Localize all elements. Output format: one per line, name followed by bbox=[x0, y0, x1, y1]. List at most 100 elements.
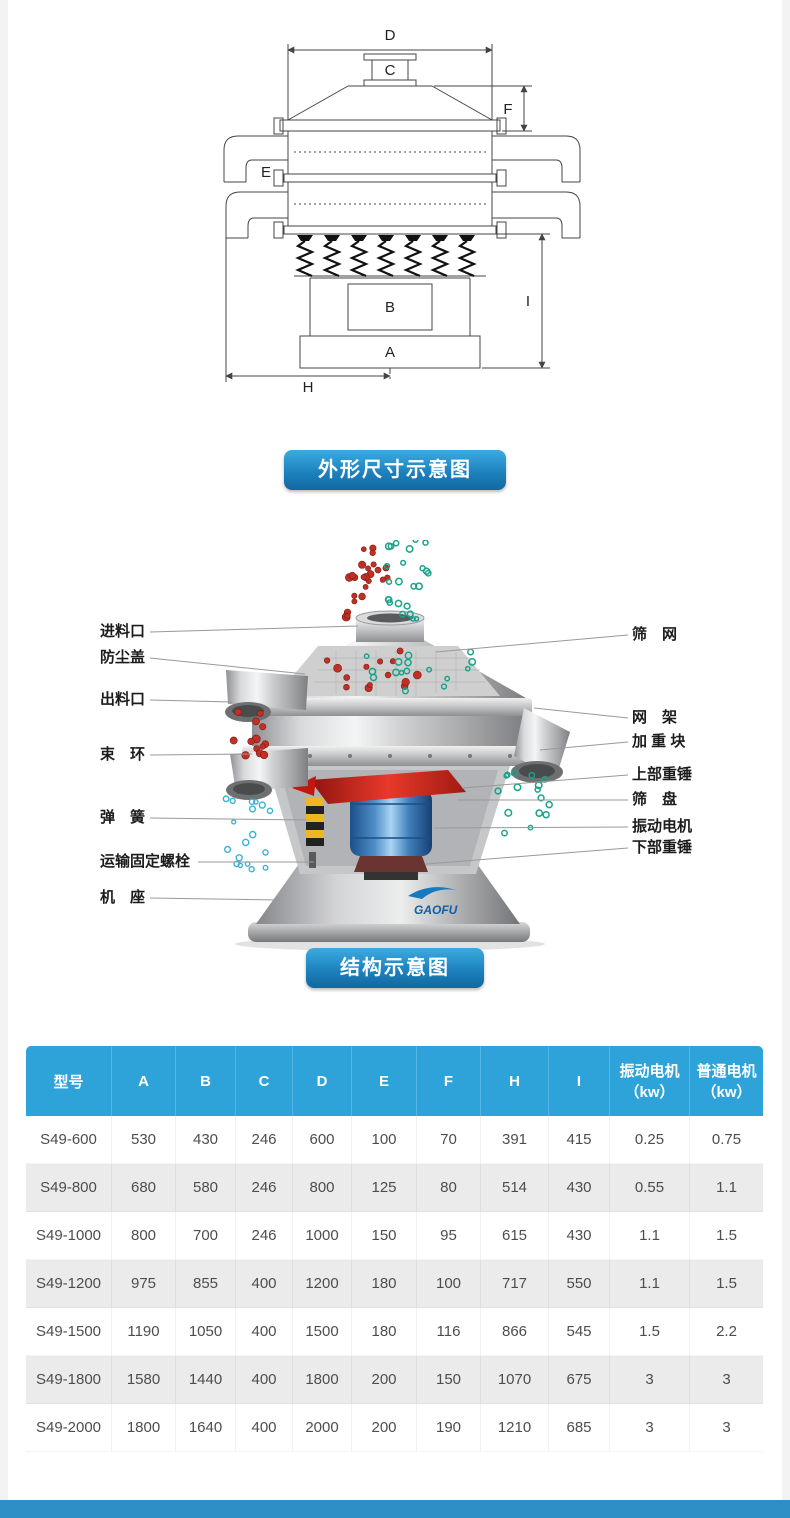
value-cell: 391 bbox=[481, 1116, 549, 1164]
particle bbox=[545, 800, 553, 809]
struct-label-lower-hammer: 下部重锤 bbox=[632, 839, 693, 856]
value-cell: 3 bbox=[610, 1404, 690, 1452]
particle bbox=[464, 665, 471, 672]
value-cell: 615 bbox=[481, 1212, 549, 1260]
value-cell: 1580 bbox=[112, 1356, 176, 1404]
particle bbox=[234, 708, 242, 716]
brand-logo-text: GAOFU bbox=[414, 903, 458, 917]
particle bbox=[369, 673, 378, 682]
right-spout-hole bbox=[519, 764, 555, 778]
base-ring bbox=[248, 922, 530, 942]
particle bbox=[399, 610, 407, 618]
particle bbox=[360, 546, 367, 552]
value-cell: 580 bbox=[176, 1164, 236, 1212]
value-cell: 430 bbox=[176, 1116, 236, 1164]
value-cell: 1210 bbox=[481, 1404, 549, 1452]
particle bbox=[252, 798, 259, 805]
page-gutter-right bbox=[782, 0, 790, 1518]
value-cell: 116 bbox=[417, 1308, 481, 1356]
springs bbox=[295, 240, 477, 278]
value-cell: 1000 bbox=[293, 1212, 352, 1260]
value-cell: 70 bbox=[417, 1116, 481, 1164]
dim-label-h: H bbox=[303, 379, 314, 396]
dim-label-b: B bbox=[385, 299, 395, 316]
structure-caption-button[interactable]: 结构示意图 bbox=[306, 948, 484, 988]
header-cell: D bbox=[293, 1046, 352, 1116]
value-cell: 200 bbox=[352, 1404, 417, 1452]
value-cell: 400 bbox=[236, 1260, 293, 1308]
value-cell: 246 bbox=[236, 1164, 293, 1212]
particle bbox=[363, 663, 370, 670]
particle bbox=[229, 797, 236, 804]
value-cell: 0.75 bbox=[690, 1116, 763, 1164]
particle bbox=[396, 647, 404, 655]
value-cell: 0.55 bbox=[610, 1164, 690, 1212]
value-cell: 3 bbox=[690, 1404, 763, 1452]
particle bbox=[410, 615, 416, 622]
particle bbox=[503, 772, 510, 779]
value-cell: 1050 bbox=[176, 1308, 236, 1356]
model-cell: S49-1800 bbox=[26, 1356, 112, 1404]
particle bbox=[394, 599, 403, 608]
value-cell: 430 bbox=[549, 1212, 610, 1260]
mesh-frame-ring bbox=[246, 698, 532, 716]
value-cell: 545 bbox=[549, 1308, 610, 1356]
particle bbox=[413, 615, 420, 622]
value-cell: 600 bbox=[293, 1116, 352, 1164]
value-cell: 200 bbox=[352, 1356, 417, 1404]
particle bbox=[241, 838, 250, 847]
header-cell: C bbox=[236, 1046, 293, 1116]
particle bbox=[424, 569, 432, 577]
particle bbox=[235, 854, 243, 862]
particle bbox=[222, 795, 230, 803]
particle bbox=[504, 771, 511, 779]
particle bbox=[501, 829, 508, 837]
header-cell: B bbox=[176, 1046, 236, 1116]
particle bbox=[537, 794, 545, 802]
particle bbox=[256, 710, 264, 717]
particle bbox=[384, 542, 393, 551]
particle bbox=[377, 658, 384, 665]
struct-label-screen-mesh: 筛 网 bbox=[632, 626, 678, 643]
particle bbox=[358, 560, 367, 569]
value-cell: 150 bbox=[417, 1356, 481, 1404]
header-cell: I bbox=[549, 1046, 610, 1116]
particle bbox=[535, 809, 544, 817]
model-cell: S49-1000 bbox=[26, 1212, 112, 1260]
machine-spring bbox=[306, 798, 324, 846]
particle bbox=[343, 674, 351, 681]
model-cell: S49-2000 bbox=[26, 1404, 112, 1452]
struct-label-discharge-outlet: 出料口 bbox=[100, 691, 146, 708]
particle bbox=[542, 810, 550, 819]
particle bbox=[513, 783, 522, 792]
struct-label-sieve-tray: 筛 盘 bbox=[632, 791, 678, 808]
particle bbox=[262, 864, 269, 871]
dim-label-c: C bbox=[385, 62, 396, 79]
value-cell: 2000 bbox=[293, 1404, 352, 1452]
particle bbox=[406, 610, 414, 618]
value-cell: 3 bbox=[690, 1356, 763, 1404]
struct-label-dust-cover: 防尘盖 bbox=[100, 649, 146, 666]
value-cell: 1.1 bbox=[690, 1164, 763, 1212]
value-cell: 717 bbox=[481, 1260, 549, 1308]
value-cell: 975 bbox=[112, 1260, 176, 1308]
footer-bar bbox=[0, 1500, 790, 1518]
value-cell: 180 bbox=[352, 1308, 417, 1356]
particle bbox=[358, 592, 366, 601]
dim-label-a: A bbox=[385, 344, 395, 361]
value-cell: 95 bbox=[417, 1212, 481, 1260]
value-cell: 80 bbox=[417, 1164, 481, 1212]
dimension-caption-button[interactable]: 外形尺寸示意图 bbox=[284, 450, 506, 490]
value-cell: 190 bbox=[417, 1404, 481, 1452]
transport-bolt bbox=[309, 852, 316, 868]
particle bbox=[412, 540, 419, 543]
particle bbox=[224, 845, 232, 854]
particle bbox=[248, 798, 256, 806]
